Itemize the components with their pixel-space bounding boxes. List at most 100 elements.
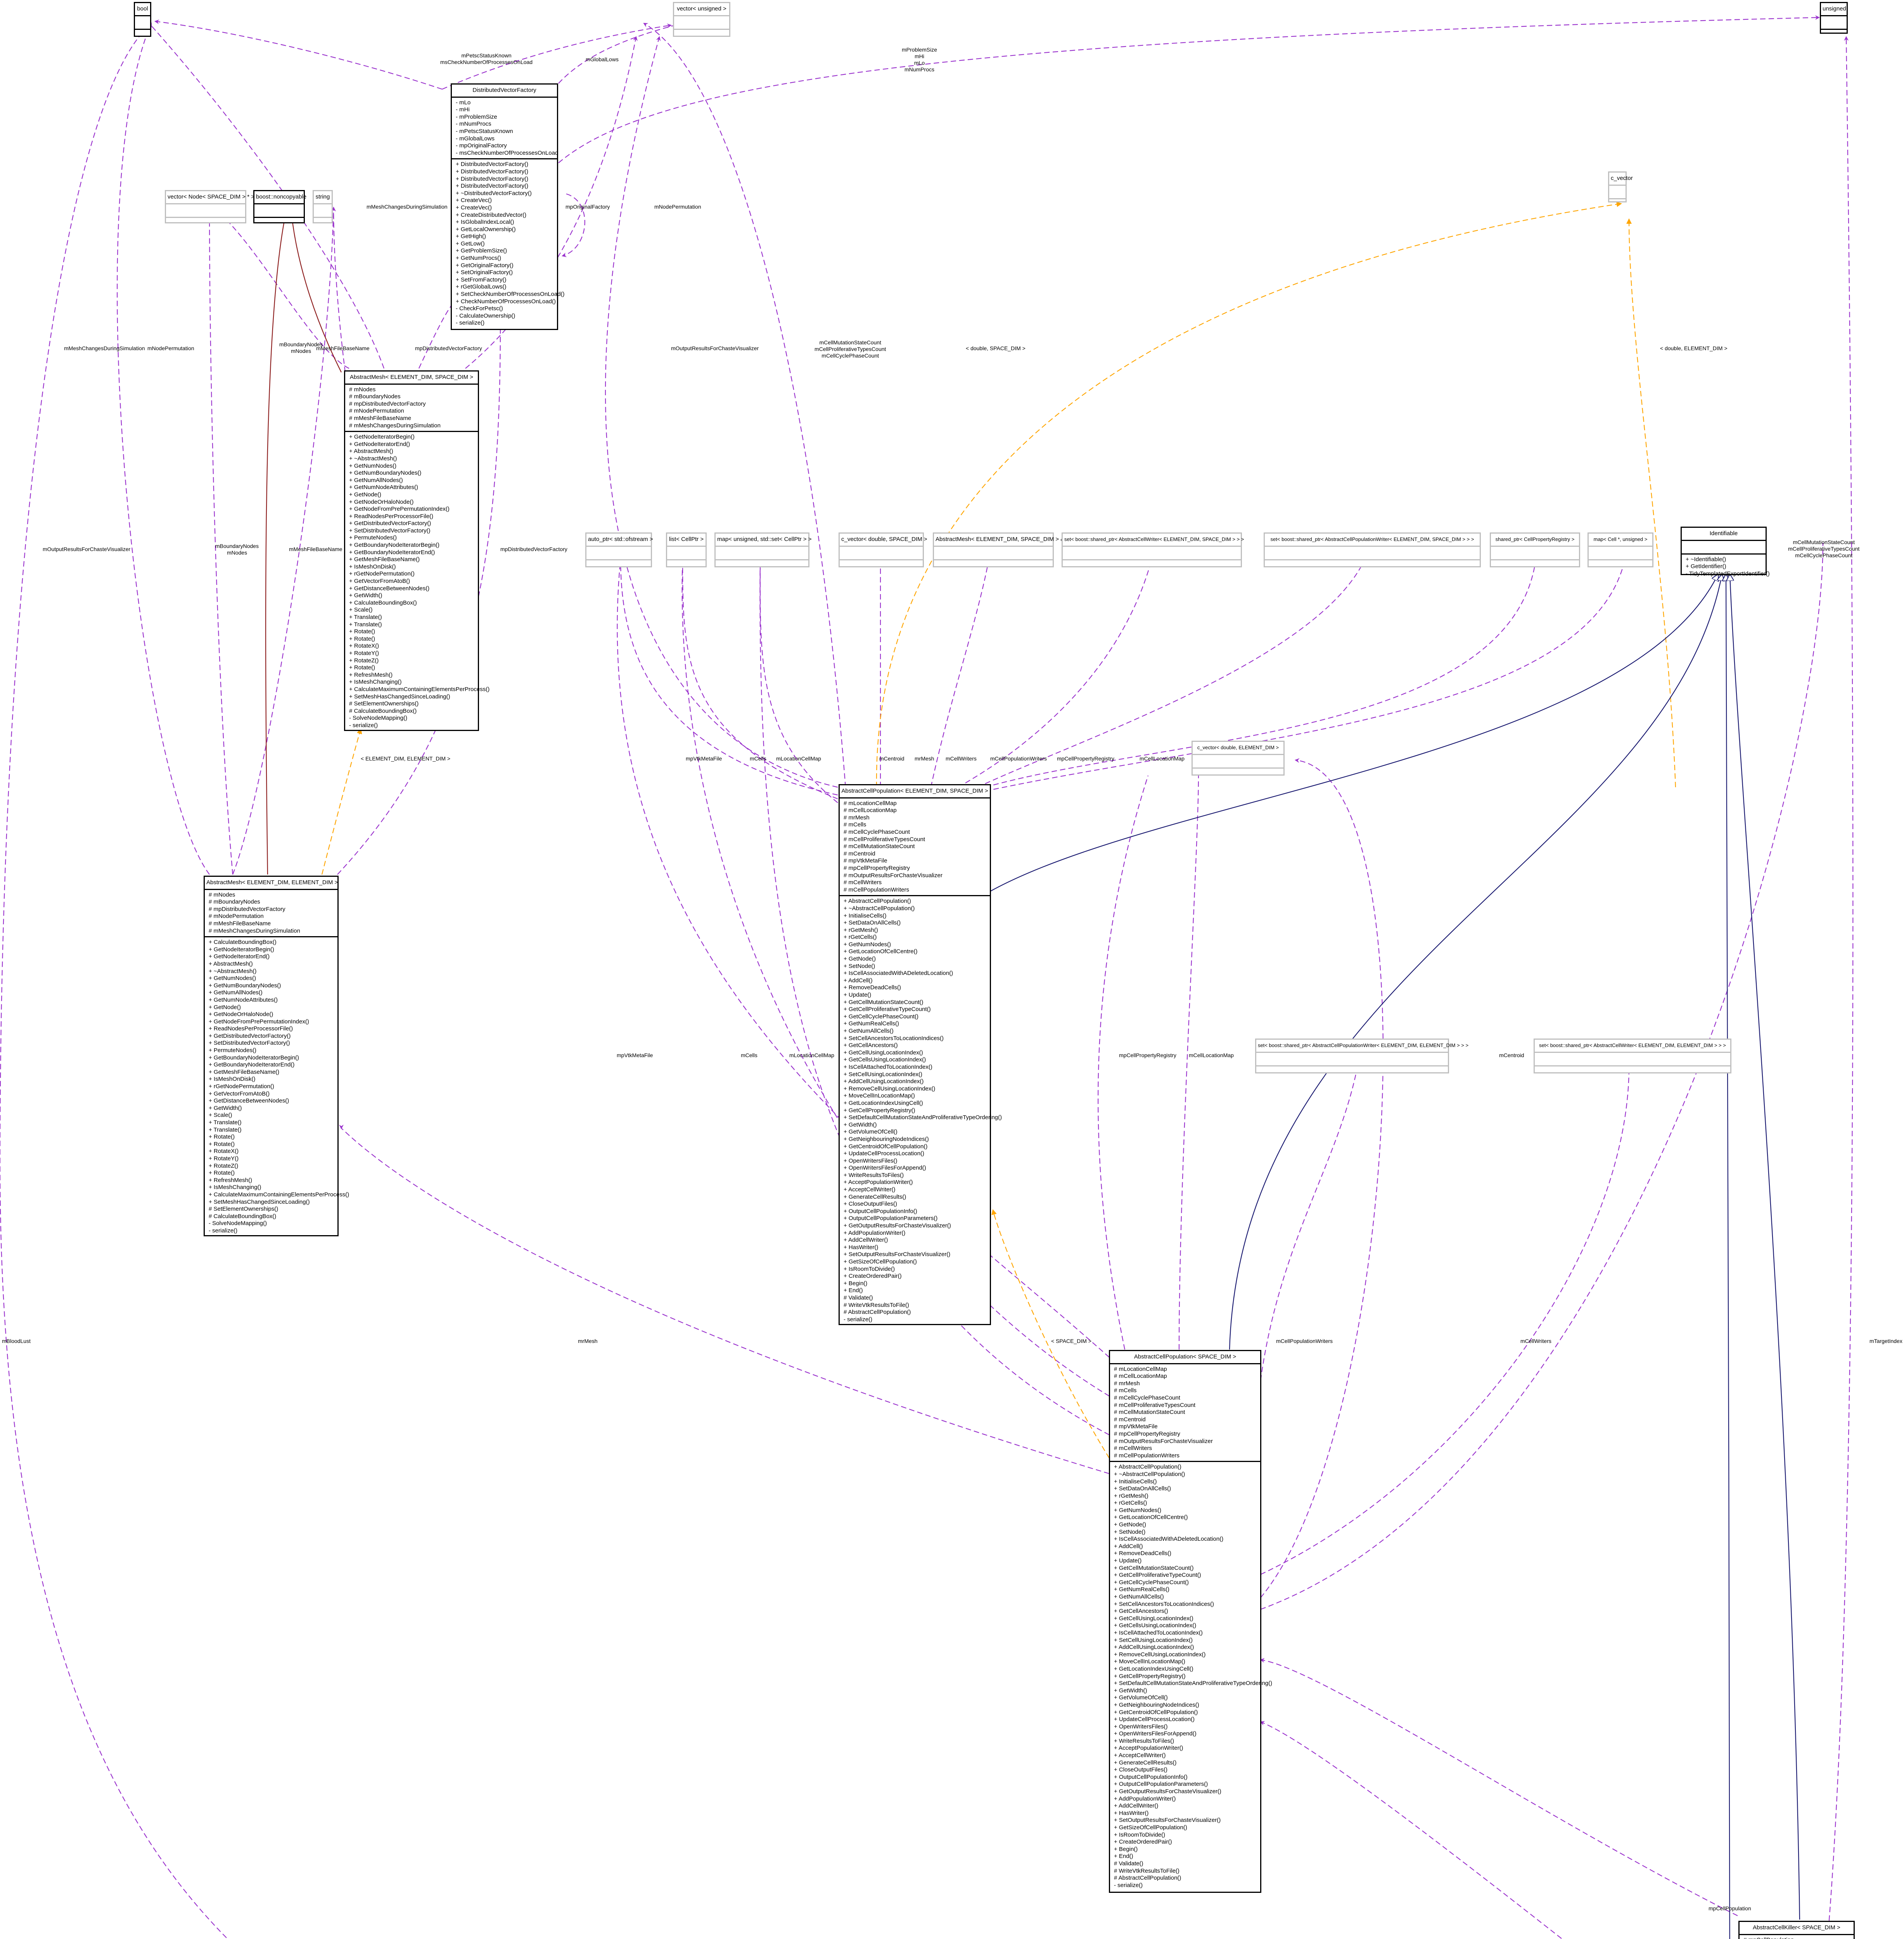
attribute-item: # mCellProliferativeTypesCount — [844, 836, 925, 843]
class-abstract-cell-killer-space[interactable]: AbstractCellKiller< SPACE_DIM > # mpCell… — [1738, 1921, 1855, 1939]
method-item: + GetCellAncestors() — [844, 1042, 898, 1049]
method-item: + AddCell() — [844, 977, 873, 984]
method-item: + ~AbstractMesh() — [209, 968, 257, 975]
method-item: + CalculateBoundingBox() — [349, 599, 417, 606]
method-item: + GetNumNodes() — [209, 975, 256, 982]
class-name: c_vector — [1609, 173, 1633, 186]
attributes — [135, 16, 150, 30]
method-item: + GetVectorFromAtoB() — [349, 578, 410, 585]
method-item: + IsMeshChanging() — [349, 679, 402, 686]
class-name: set< boost::shared_ptr< AbstractCellWrit… — [1063, 534, 1244, 547]
method-item: + GetCentroidOfCellPopulation() — [844, 1143, 928, 1150]
class-abstract-cell-population-element-space[interactable]: AbstractCellPopulation< ELEMENT_DIM, SPA… — [839, 784, 1002, 1325]
class-set-population-writer-element-space[interactable]: set< boost::shared_ptr< AbstractCellPopu… — [1264, 532, 1481, 567]
class-list-cellptr[interactable]: list< CellPtr > — [666, 532, 707, 567]
method-item: + GetIdentifier() — [1686, 563, 1726, 570]
class-set-cell-writer-element-space[interactable]: set< boost::shared_ptr< AbstractCellWrit… — [1062, 532, 1244, 567]
method-item: + GetCellCyclePhaseCount() — [1114, 1579, 1189, 1586]
methods — [586, 560, 651, 573]
class-abstract-mesh-element-element[interactable]: AbstractMesh< ELEMENT_DIM, ELEMENT_DIM >… — [204, 876, 349, 1236]
attribute-item: # mMeshFileBaseName — [349, 415, 412, 422]
attributes — [1535, 1053, 1730, 1066]
edge-label: mCells — [750, 755, 766, 762]
method-item: + GetNumBoundaryNodes() — [349, 470, 422, 477]
class-bool[interactable]: bool — [134, 2, 151, 37]
methods: + DistributedVectorFactory()+ Distribute… — [452, 159, 565, 328]
method-item: + SetCellUsingLocationIndex() — [1114, 1637, 1193, 1643]
edge-label: mCellLocationMap — [1189, 1052, 1234, 1058]
class-name: map< unsigned, std::set< CellPtr > > — [716, 534, 811, 547]
class-name: set< boost::shared_ptr< AbstractCellWrit… — [1535, 1040, 1730, 1053]
class-auto-ptr-ofstream[interactable]: auto_ptr< std::ofstream > — [585, 532, 653, 567]
class-set-cell-writer-element-element[interactable]: set< boost::shared_ptr< AbstractCellWrit… — [1534, 1039, 1731, 1073]
edge-label: mCellWriters — [946, 755, 977, 762]
method-item: + GetCellUsingLocationIndex() — [1114, 1615, 1193, 1622]
class-c-vector[interactable]: c_vector — [1608, 171, 1633, 202]
class-abstract-mesh-element-space[interactable]: AbstractMesh< ELEMENT_DIM, SPACE_DIM > #… — [344, 370, 490, 731]
class-unsigned[interactable]: unsigned — [1820, 2, 1848, 34]
edge-label: mpVtkMetaFile — [686, 755, 722, 762]
edge-label: mLocationCellMap — [776, 755, 821, 762]
edge-label: mCells — [741, 1052, 757, 1058]
method-item: + SetOutputResultsForChasteVisualizer() — [844, 1251, 951, 1258]
class-boost-noncopyable[interactable]: boost::noncopyable — [253, 190, 306, 223]
class-set-population-writer-element-element[interactable]: set< boost::shared_ptr< AbstractCellPopu… — [1255, 1039, 1468, 1073]
attribute-item: # mrMesh — [1114, 1380, 1140, 1387]
edge-label: < ELEMENT_DIM, ELEMENT_DIM > — [361, 755, 451, 762]
method-item: + SetFromFactory() — [456, 276, 507, 283]
attribute-item: - msCheckNumberOfProcessesOnLoad — [456, 149, 559, 156]
method-item: + GetNumNodeAttributes() — [349, 484, 418, 491]
attribute-item: # mpVtkMetaFile — [1114, 1423, 1158, 1430]
method-item: + AddCell() — [1114, 1543, 1143, 1550]
attribute-item: # mCells — [844, 821, 866, 828]
method-item: + AddPopulationWriter() — [1114, 1795, 1176, 1802]
edge-label: mrMesh — [915, 755, 934, 762]
class-shared-ptr-cell-property-registry[interactable]: shared_ptr< CellPropertyRegistry > — [1490, 532, 1580, 567]
method-item: + GetVectorFromAtoB() — [209, 1090, 270, 1097]
methods — [1609, 199, 1626, 212]
methods — [1265, 560, 1480, 573]
method-item: + CloseOutputFiles() — [844, 1201, 897, 1208]
class-vector-unsigned[interactable]: vector< unsigned > — [673, 2, 730, 37]
method-item: + GetCellCyclePhaseCount() — [844, 1013, 919, 1020]
class-c-vector-double-space-dim[interactable]: c_vector< double, SPACE_DIM > — [839, 532, 927, 567]
method-item: + SetCellAncestorsToLocationIndices() — [844, 1035, 944, 1042]
class-map-cell-unsigned[interactable]: map< Cell *, unsigned > — [1588, 532, 1653, 567]
method-item: + RotateY() — [209, 1155, 239, 1162]
methods — [840, 560, 923, 573]
method-item: + GetDistanceBetweenNodes() — [349, 585, 430, 592]
attributes — [674, 16, 729, 30]
class-name: c_vector< double, ELEMENT_DIM > — [1193, 742, 1283, 755]
method-item: + GetVolumeOfCell() — [844, 1128, 898, 1135]
class-name: set< boost::shared_ptr< AbstractCellPopu… — [1256, 1040, 1468, 1053]
method-item: + CalculateMaximumContainingElementsPerP… — [349, 686, 490, 693]
attribute-item: # mpCellPropertyRegistry — [844, 864, 910, 871]
methods: + ~Identifiable()+ GetIdentifier()- Tidy… — [1682, 555, 1770, 579]
method-item: + GetNode() — [1114, 1521, 1146, 1528]
method-item: + CalculateBoundingBox() — [209, 939, 277, 946]
attributes — [254, 204, 304, 218]
attribute-item: # mNodePermutation — [209, 913, 264, 920]
method-item: + Rotate() — [349, 664, 375, 671]
methods — [166, 218, 245, 230]
method-item: + GetWidth() — [349, 592, 382, 599]
class-map-unsigned-set-cellptr[interactable]: map< unsigned, std::set< CellPtr > > — [714, 532, 811, 567]
method-item: + Update() — [1114, 1557, 1142, 1564]
method-item: + IsMeshChanging() — [209, 1184, 261, 1191]
method-item: + GetOutputResultsForChasteVisualizer() — [844, 1222, 951, 1229]
method-item: + Translate() — [209, 1126, 242, 1133]
method-item: + DistributedVectorFactory() — [456, 161, 529, 168]
method-item: + GetCellMutationStateCount() — [844, 999, 923, 1006]
class-identifiable[interactable]: Identifiable + ~Identifiable()+ GetIdent… — [1681, 527, 1770, 577]
method-item: + GetCellsUsingLocationIndex() — [844, 1056, 926, 1063]
method-item: + GetLocationIndexUsingCell() — [844, 1099, 923, 1106]
method-item: + SetDistributedVectorFactory() — [209, 1040, 290, 1047]
method-item: + Update() — [844, 992, 872, 999]
attribute-item: # mOutputResultsForChasteVisualizer — [1114, 1438, 1213, 1445]
class-distributed-vector-factory[interactable]: DistributedVectorFactory - mLo- mHi- mPr… — [451, 83, 565, 330]
class-string[interactable]: string — [313, 190, 333, 223]
class-vector-node[interactable]: vector< Node< SPACE_DIM > * > — [165, 190, 254, 223]
class-abstract-cell-population-space[interactable]: AbstractCellPopulation< SPACE_DIM > # mL… — [1109, 1350, 1272, 1893]
class-c-vector-double-element-dim[interactable]: c_vector< double, ELEMENT_DIM > — [1192, 741, 1285, 776]
class-abstract-mesh-ref[interactable]: AbstractMesh< ELEMENT_DIM, SPACE_DIM > & — [933, 532, 1064, 567]
